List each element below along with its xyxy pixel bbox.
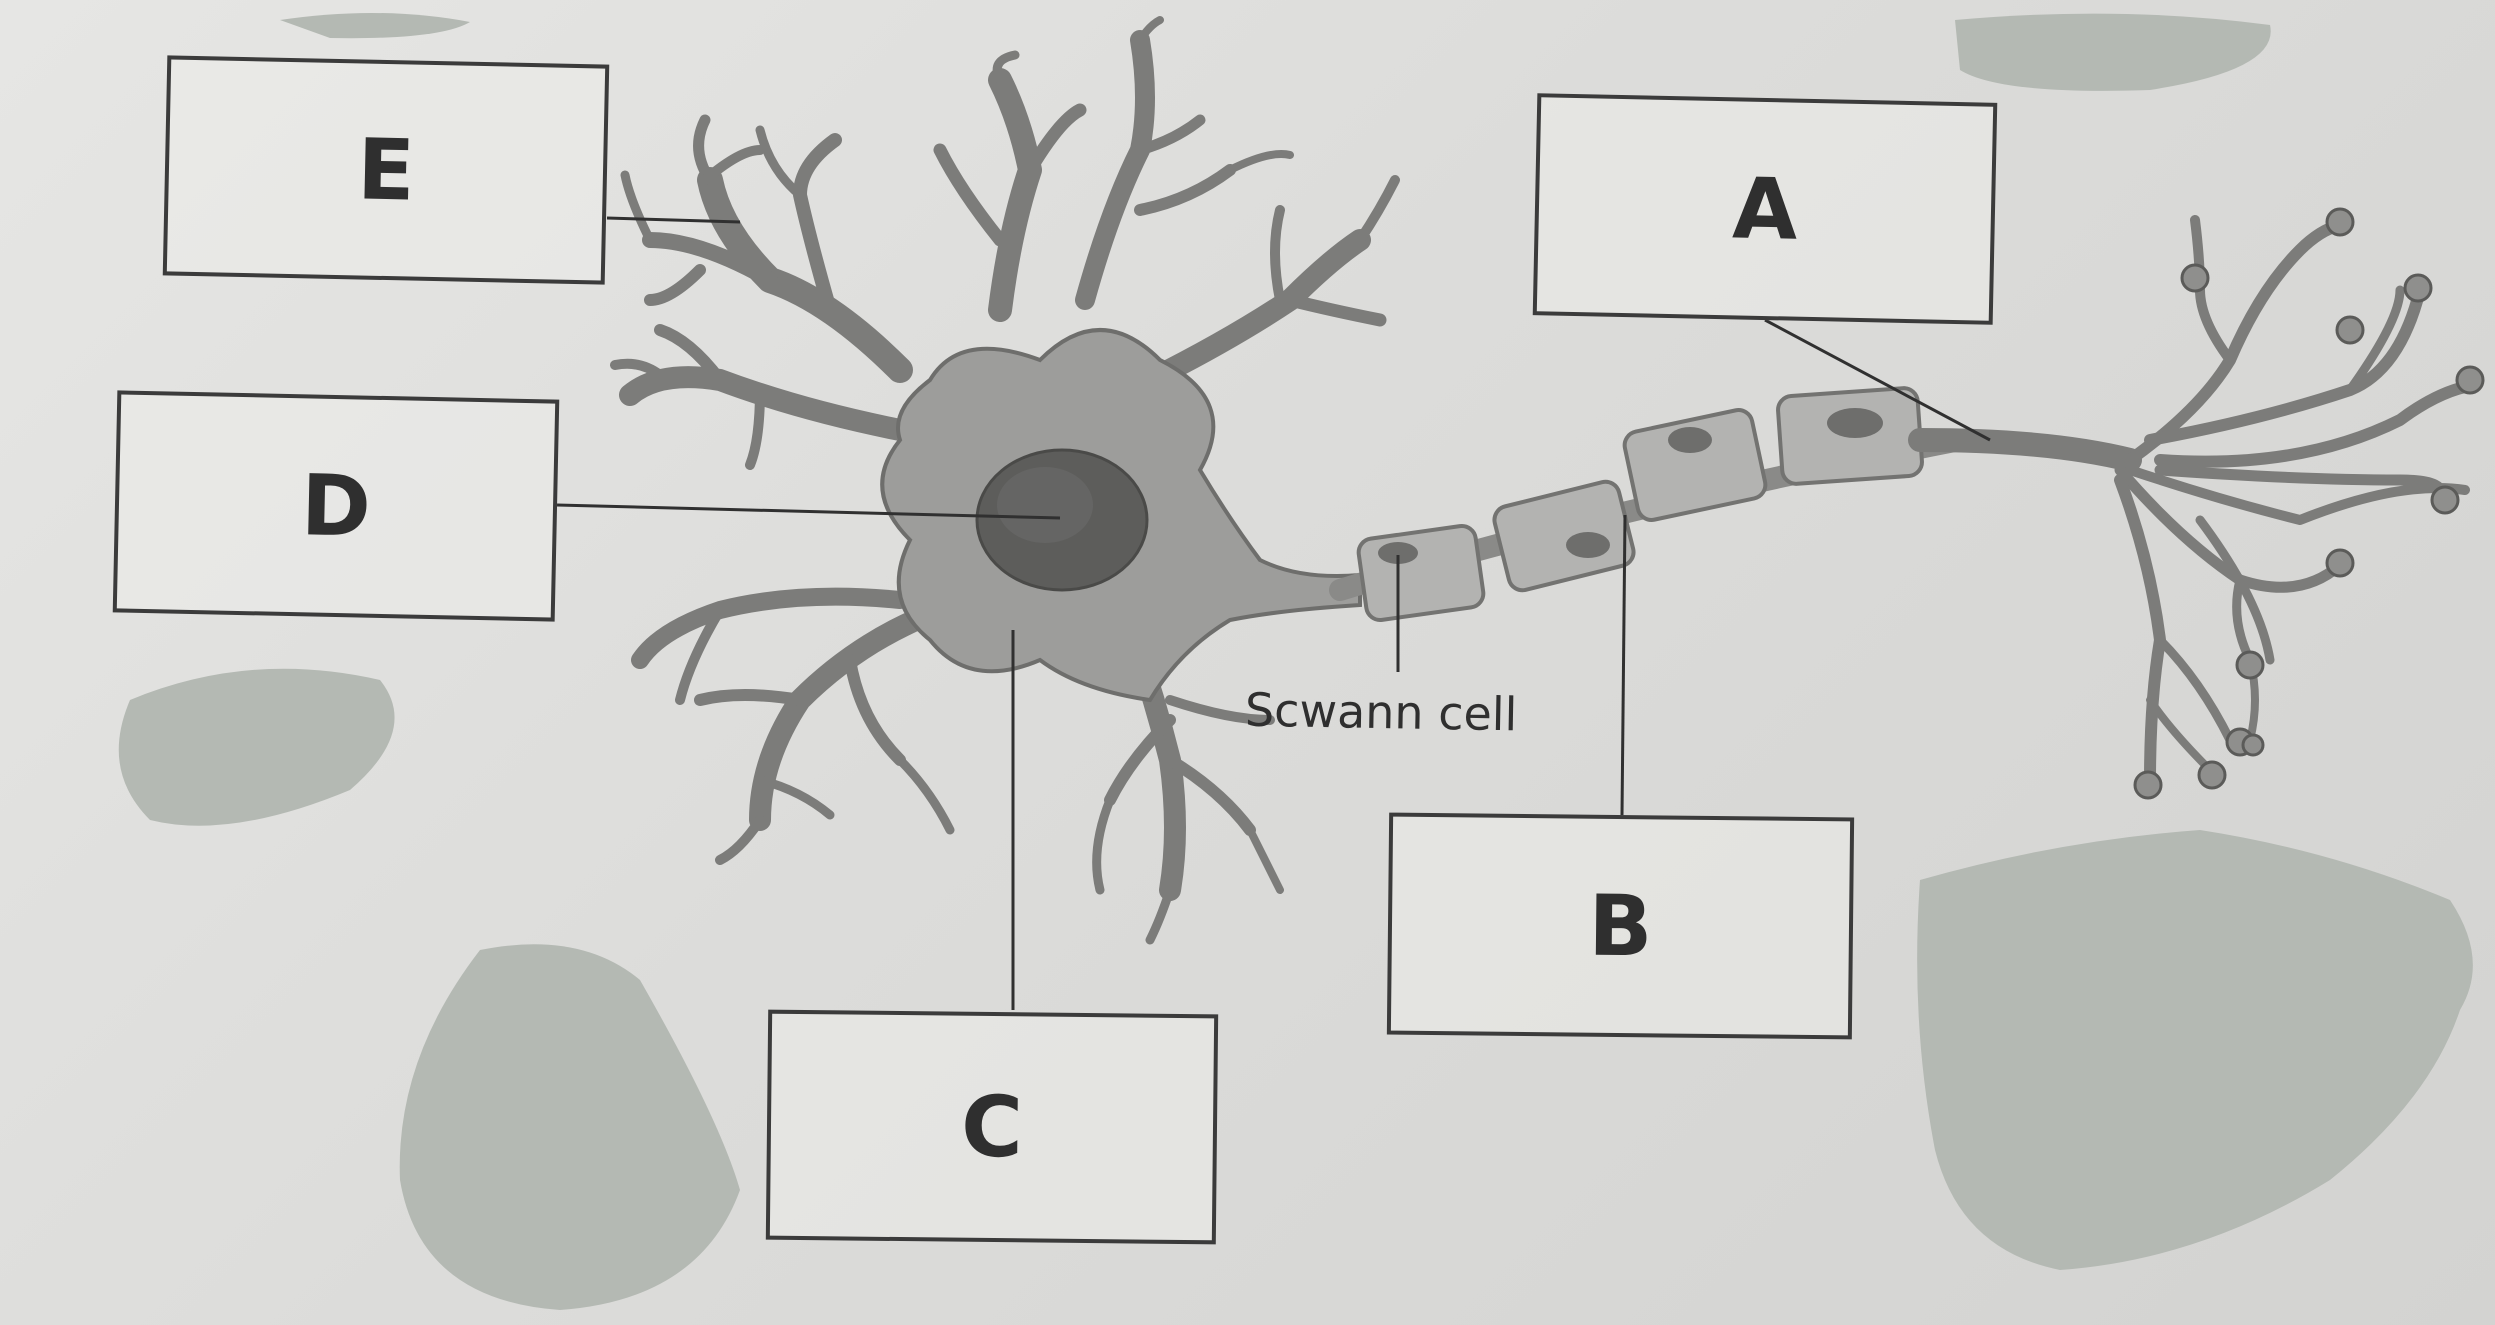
schwann-cell [1356,523,1486,623]
label-d-text: D [300,456,372,556]
label-box-d[interactable]: D [112,390,560,622]
schwann-cell [1492,479,1636,593]
leader-line-d [556,503,1061,520]
dendrites [610,16,1400,945]
nucleus-highlight [997,467,1093,543]
label-box-a[interactable]: A [1532,93,1998,325]
label-box-c[interactable]: C [765,1009,1219,1245]
redaction-mark [118,668,395,826]
redaction-mark [1955,13,2271,91]
label-a-text: A [1731,159,1799,259]
label-box-b[interactable]: B [1386,812,1855,1040]
schwann-cell-annotation: Scwann cell [1244,682,1518,742]
label-b-text: B [1587,876,1654,976]
leader-line-a [1764,318,1991,442]
schwann-nuclei [1378,408,1883,564]
label-e-text: E [356,120,416,220]
redaction-marks [118,12,2473,1310]
label-c-text: C [960,1077,1024,1177]
schwann-cell [1622,408,1768,522]
label-box-e[interactable]: E [162,55,610,285]
redaction-mark [1917,830,2473,1270]
axon-terminals [1908,215,2481,786]
leader-line-b [1620,514,1627,816]
redaction-mark [280,12,470,39]
leader-lines [556,216,1991,1010]
redaction-mark [399,944,740,1310]
leader-line-e [606,216,741,224]
synaptic-knobs [2133,207,2485,800]
